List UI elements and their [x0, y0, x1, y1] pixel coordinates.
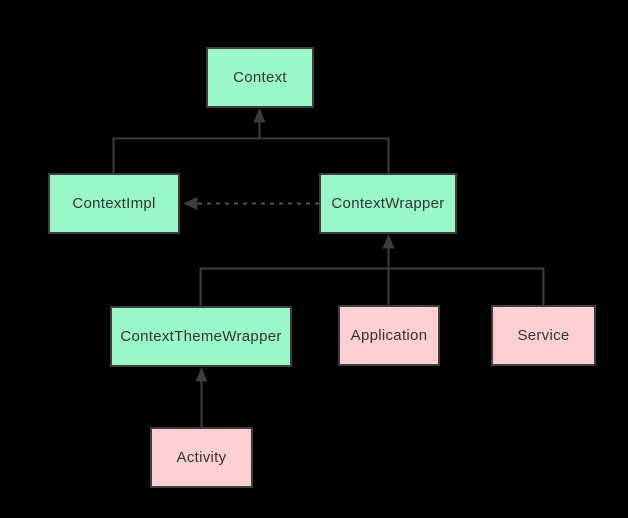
node-contextwrapper: ContextWrapper	[319, 173, 457, 234]
node-context: Context	[206, 47, 314, 108]
arrowhead-to-context	[253, 108, 266, 123]
node-contextthemewrapper-label: ContextThemeWrapper	[120, 328, 282, 345]
node-application-label: Application	[350, 327, 428, 344]
node-contextwrapper-label: ContextWrapper	[331, 195, 445, 212]
node-service-label: Service	[517, 327, 570, 344]
arrowhead-to-contextimpl	[183, 197, 198, 210]
edge-bus-context-children	[112, 137, 390, 173]
node-activity-label: Activity	[176, 449, 227, 466]
node-contextthemewrapper: ContextThemeWrapper	[110, 306, 292, 367]
node-contextimpl: ContextImpl	[48, 173, 180, 234]
edge-bus-contextwrapper-children	[199, 267, 545, 306]
node-contextimpl-label: ContextImpl	[72, 195, 156, 212]
node-context-label: Context	[233, 69, 287, 86]
arrowhead-to-contextwrapper	[382, 234, 395, 249]
node-application: Application	[338, 305, 440, 366]
node-activity: Activity	[150, 427, 253, 488]
arrowhead-to-contextthemewrapper	[195, 367, 208, 382]
node-service: Service	[491, 305, 596, 366]
